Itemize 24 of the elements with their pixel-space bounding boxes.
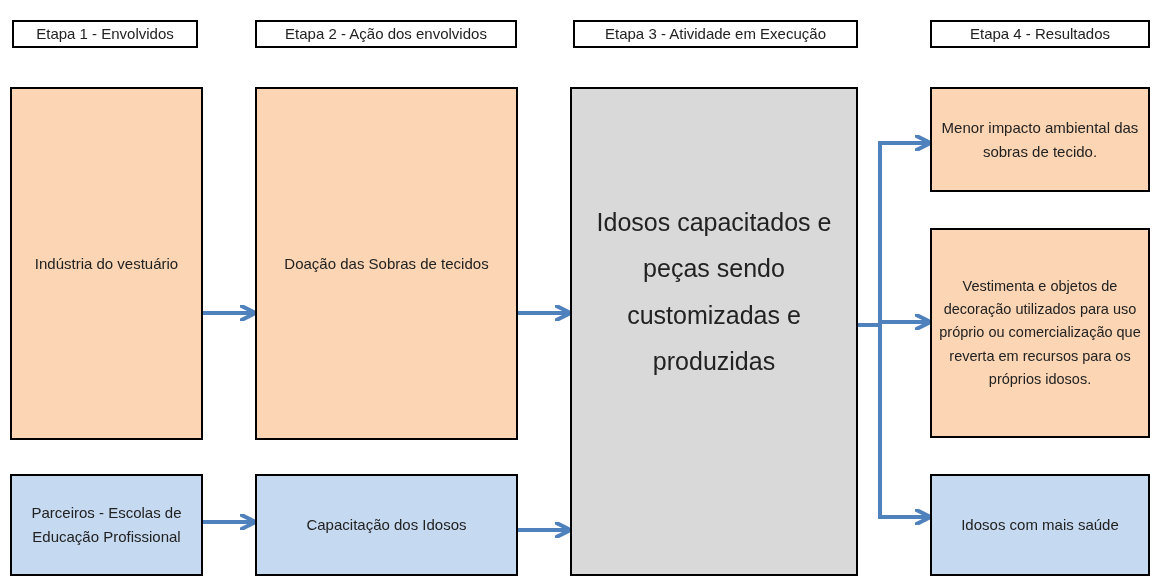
process-box	[930, 474, 1150, 576]
node-text: Vestimenta e objetos de decoração utilizados para uso próprio ou comercialização que reverta em recursos para os próprios idosos.	[938, 277, 1142, 389]
node-text: Capacitação dos Idosos	[306, 515, 467, 535]
node-text: Etapa 3 - Atividade em Execução	[605, 24, 826, 44]
node-text: Etapa 4 - Resultados	[969, 24, 1111, 44]
stage-header	[573, 20, 858, 48]
node-text: Etapa 1 - Envolvidos	[36, 24, 174, 44]
process-box	[930, 228, 1150, 438]
process-box	[930, 87, 1150, 192]
node-text: Etapa 2 - Ação dos envolvidos	[285, 24, 487, 44]
node-text: Menor impacto ambiental das sobras de tecido.	[940, 117, 1140, 162]
node-text: Idosos capacitados e peças sendo customizadas e produzidas	[595, 207, 833, 377]
node-text: Indústria do vestuário	[34, 253, 179, 274]
process-box	[10, 474, 203, 576]
node-text: Idosos com mais saúde	[961, 515, 1119, 535]
process-box	[10, 87, 203, 440]
node-text: Doação das Sobras de tecidos	[284, 253, 489, 274]
process-box	[255, 474, 518, 576]
stage-header	[255, 20, 517, 48]
node-text: Parceiros - Escolas de Educação Profissional	[30, 503, 183, 547]
process-box	[255, 87, 518, 440]
stage-header	[930, 20, 1150, 48]
stage-header	[12, 20, 198, 48]
process-box	[570, 87, 858, 576]
